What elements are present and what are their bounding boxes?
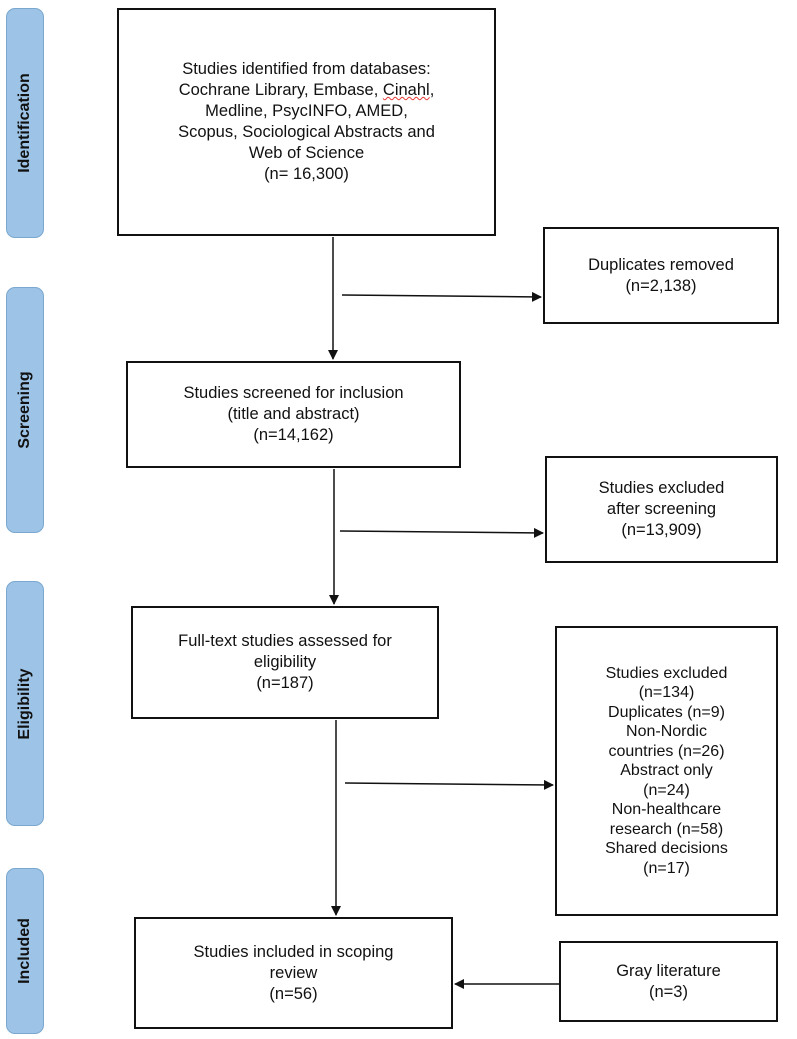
box-studies-screened-text: Studies screened for inclusion (title an… — [183, 384, 404, 444]
phase-identification-label: Identification — [16, 73, 33, 173]
box-excluded-screening: Studies excluded after screening (n=13,9… — [545, 456, 778, 563]
phase-included-label: Included — [16, 918, 33, 984]
arrow-to-excluded-screening — [339, 527, 544, 538]
phase-included: Included — [6, 868, 44, 1034]
phase-eligibility-label: Eligibility — [16, 667, 33, 740]
box-fulltext-assessed: Full-text studies assessed for eligibili… — [131, 606, 439, 719]
box-duplicates-removed: Duplicates removed (n=2,138) — [543, 227, 779, 324]
phase-eligibility: Eligibility — [6, 581, 44, 826]
box-excluded-screening-text: Studies excluded after screening (n=13,9… — [598, 479, 725, 539]
box-excluded-fulltext-text: Studies excluded (n=134) Duplicates (n=9… — [605, 664, 728, 877]
box-duplicates-removed-text: Duplicates removed (n=2,138) — [588, 255, 734, 295]
box-excluded-fulltext: Studies excluded (n=134) Duplicates (n=9… — [555, 626, 778, 916]
phase-identification: Identification — [6, 8, 44, 238]
box-gray-literature: Gray literature (n=3) — [559, 941, 778, 1022]
box-studies-identified: Studies identified from databases: Cochr… — [117, 8, 496, 236]
box-studies-identified-text: Studies identified from databases: Cochr… — [178, 60, 435, 183]
phase-screening-label: Screening — [16, 371, 33, 449]
box-studies-included: Studies included in scoping review (n=56… — [134, 917, 453, 1029]
arrow-to-duplicates-removed — [341, 291, 542, 302]
box-studies-included-text: Studies included in scoping review (n=56… — [193, 942, 394, 1003]
phase-screening: Screening — [6, 287, 44, 533]
box-studies-screened: Studies screened for inclusion (title an… — [126, 361, 461, 468]
box-gray-literature-text: Gray literature (n=3) — [616, 961, 721, 1001]
box-fulltext-assessed-text: Full-text studies assessed for eligibili… — [178, 632, 392, 692]
arrow-to-excluded-fulltext — [344, 779, 554, 790]
